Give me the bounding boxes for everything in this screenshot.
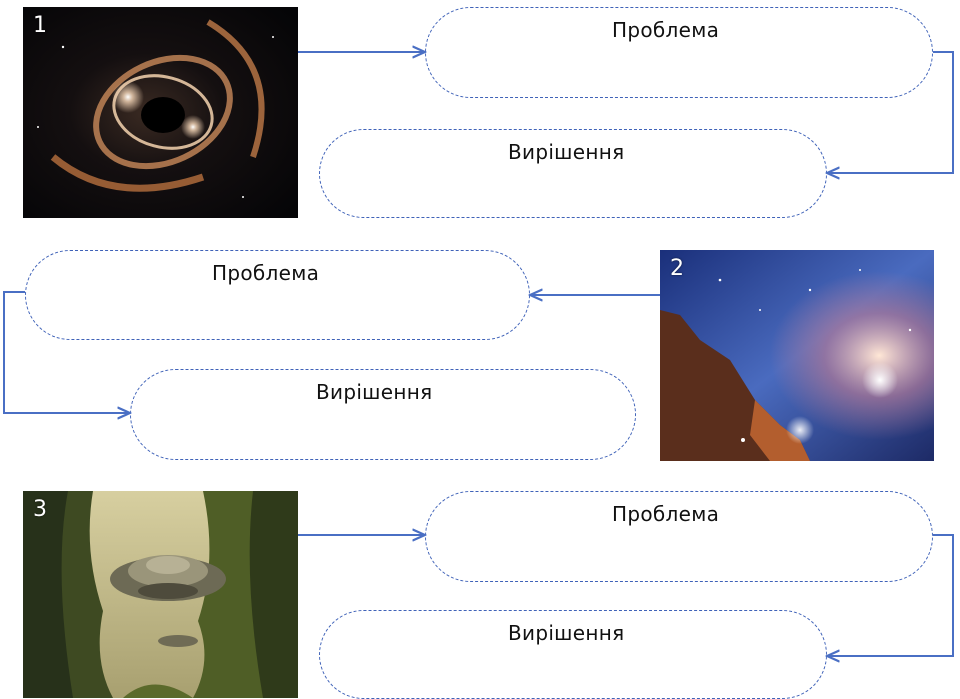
image-number: 3 [33, 497, 47, 522]
image-ufo-forest: 3 [23, 491, 298, 698]
image-black-hole: 1 [23, 7, 298, 218]
arrow-problem2-to-solution [3, 291, 130, 413]
arrow-problem3-to-solution [827, 534, 954, 656]
solution-label: Вирішення [508, 140, 625, 164]
solution-label: Вирішення [316, 380, 433, 404]
problem-label: Проблема [612, 502, 720, 526]
arrow-problem1-to-solution [827, 51, 954, 173]
problem-label: Проблема [612, 18, 720, 42]
image-number: 2 [670, 256, 684, 281]
image-number: 1 [33, 13, 47, 38]
image-nebula: 2 [660, 250, 934, 461]
problem-label: Проблема [212, 261, 320, 285]
solution-label: Вирішення [508, 621, 625, 645]
